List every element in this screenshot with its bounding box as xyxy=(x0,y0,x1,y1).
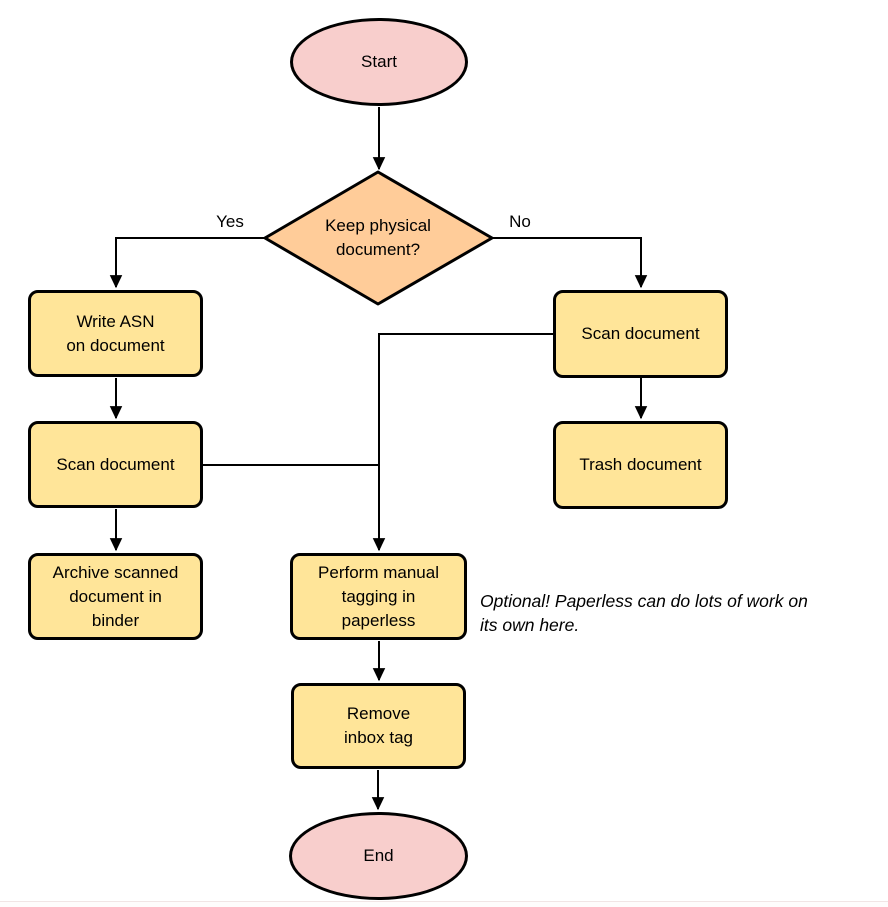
annotation-note: Optional! Paperless can do lots of work … xyxy=(480,591,808,635)
node-scan-document-left: Scan document xyxy=(28,421,203,508)
page-bottom-divider xyxy=(0,901,888,907)
decision-diamond-shape xyxy=(263,170,494,306)
node-perform-tagging: Perform manual tagging in paperless xyxy=(290,553,467,640)
edge-scan-right-to-perform-tagging xyxy=(372,333,553,552)
node-scan-document-right: Scan document xyxy=(553,290,728,378)
edge-decision-yes-to-write-asn xyxy=(109,237,265,289)
node-trash-document: Trash document xyxy=(553,421,728,509)
edge-label-no: No xyxy=(509,212,531,231)
node-start: Start xyxy=(290,18,468,106)
edge-label-yes: Yes xyxy=(216,212,244,231)
edge-decision-no-to-scan-right xyxy=(492,237,648,289)
node-remove-inbox-tag: Remove inbox tag xyxy=(291,683,466,769)
node-decision-label: Keep physical document? xyxy=(325,216,431,259)
node-end: End xyxy=(289,812,468,900)
node-archive-scanned: Archive scanned document in binder xyxy=(28,553,203,640)
node-write-asn: Write ASN on document xyxy=(28,290,203,377)
